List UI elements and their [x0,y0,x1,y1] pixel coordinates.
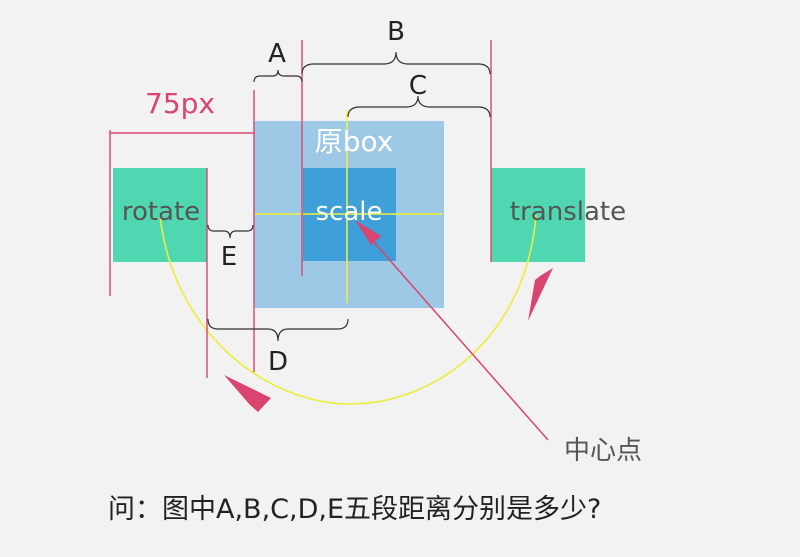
label-c: C [409,71,427,101]
brace-d [207,318,349,342]
label-original-box: 原box [315,125,394,158]
arrow-right-down [528,268,553,321]
brace-b [301,51,491,75]
brace-e [207,224,254,239]
label-translate: translate [510,197,626,227]
label-75px: 75px [145,87,215,120]
label-d: D [268,347,288,377]
brace-a [253,69,303,83]
label-center-point: 中心点 [564,436,642,466]
brace-c [347,95,491,118]
center-pointer-arrowhead [355,220,381,245]
translate-box [491,168,585,262]
label-a: A [268,39,286,69]
rotation-arc [159,214,537,405]
question-text: 问：图中A,B,C,D,E五段距离分别是多少? [108,494,601,525]
label-b: B [387,17,405,47]
label-scale: scale [316,197,383,227]
center-pointer-line [364,231,549,441]
label-rotate: rotate [122,197,200,227]
arrow-bottom-left [224,375,271,412]
label-e: E [221,242,237,272]
